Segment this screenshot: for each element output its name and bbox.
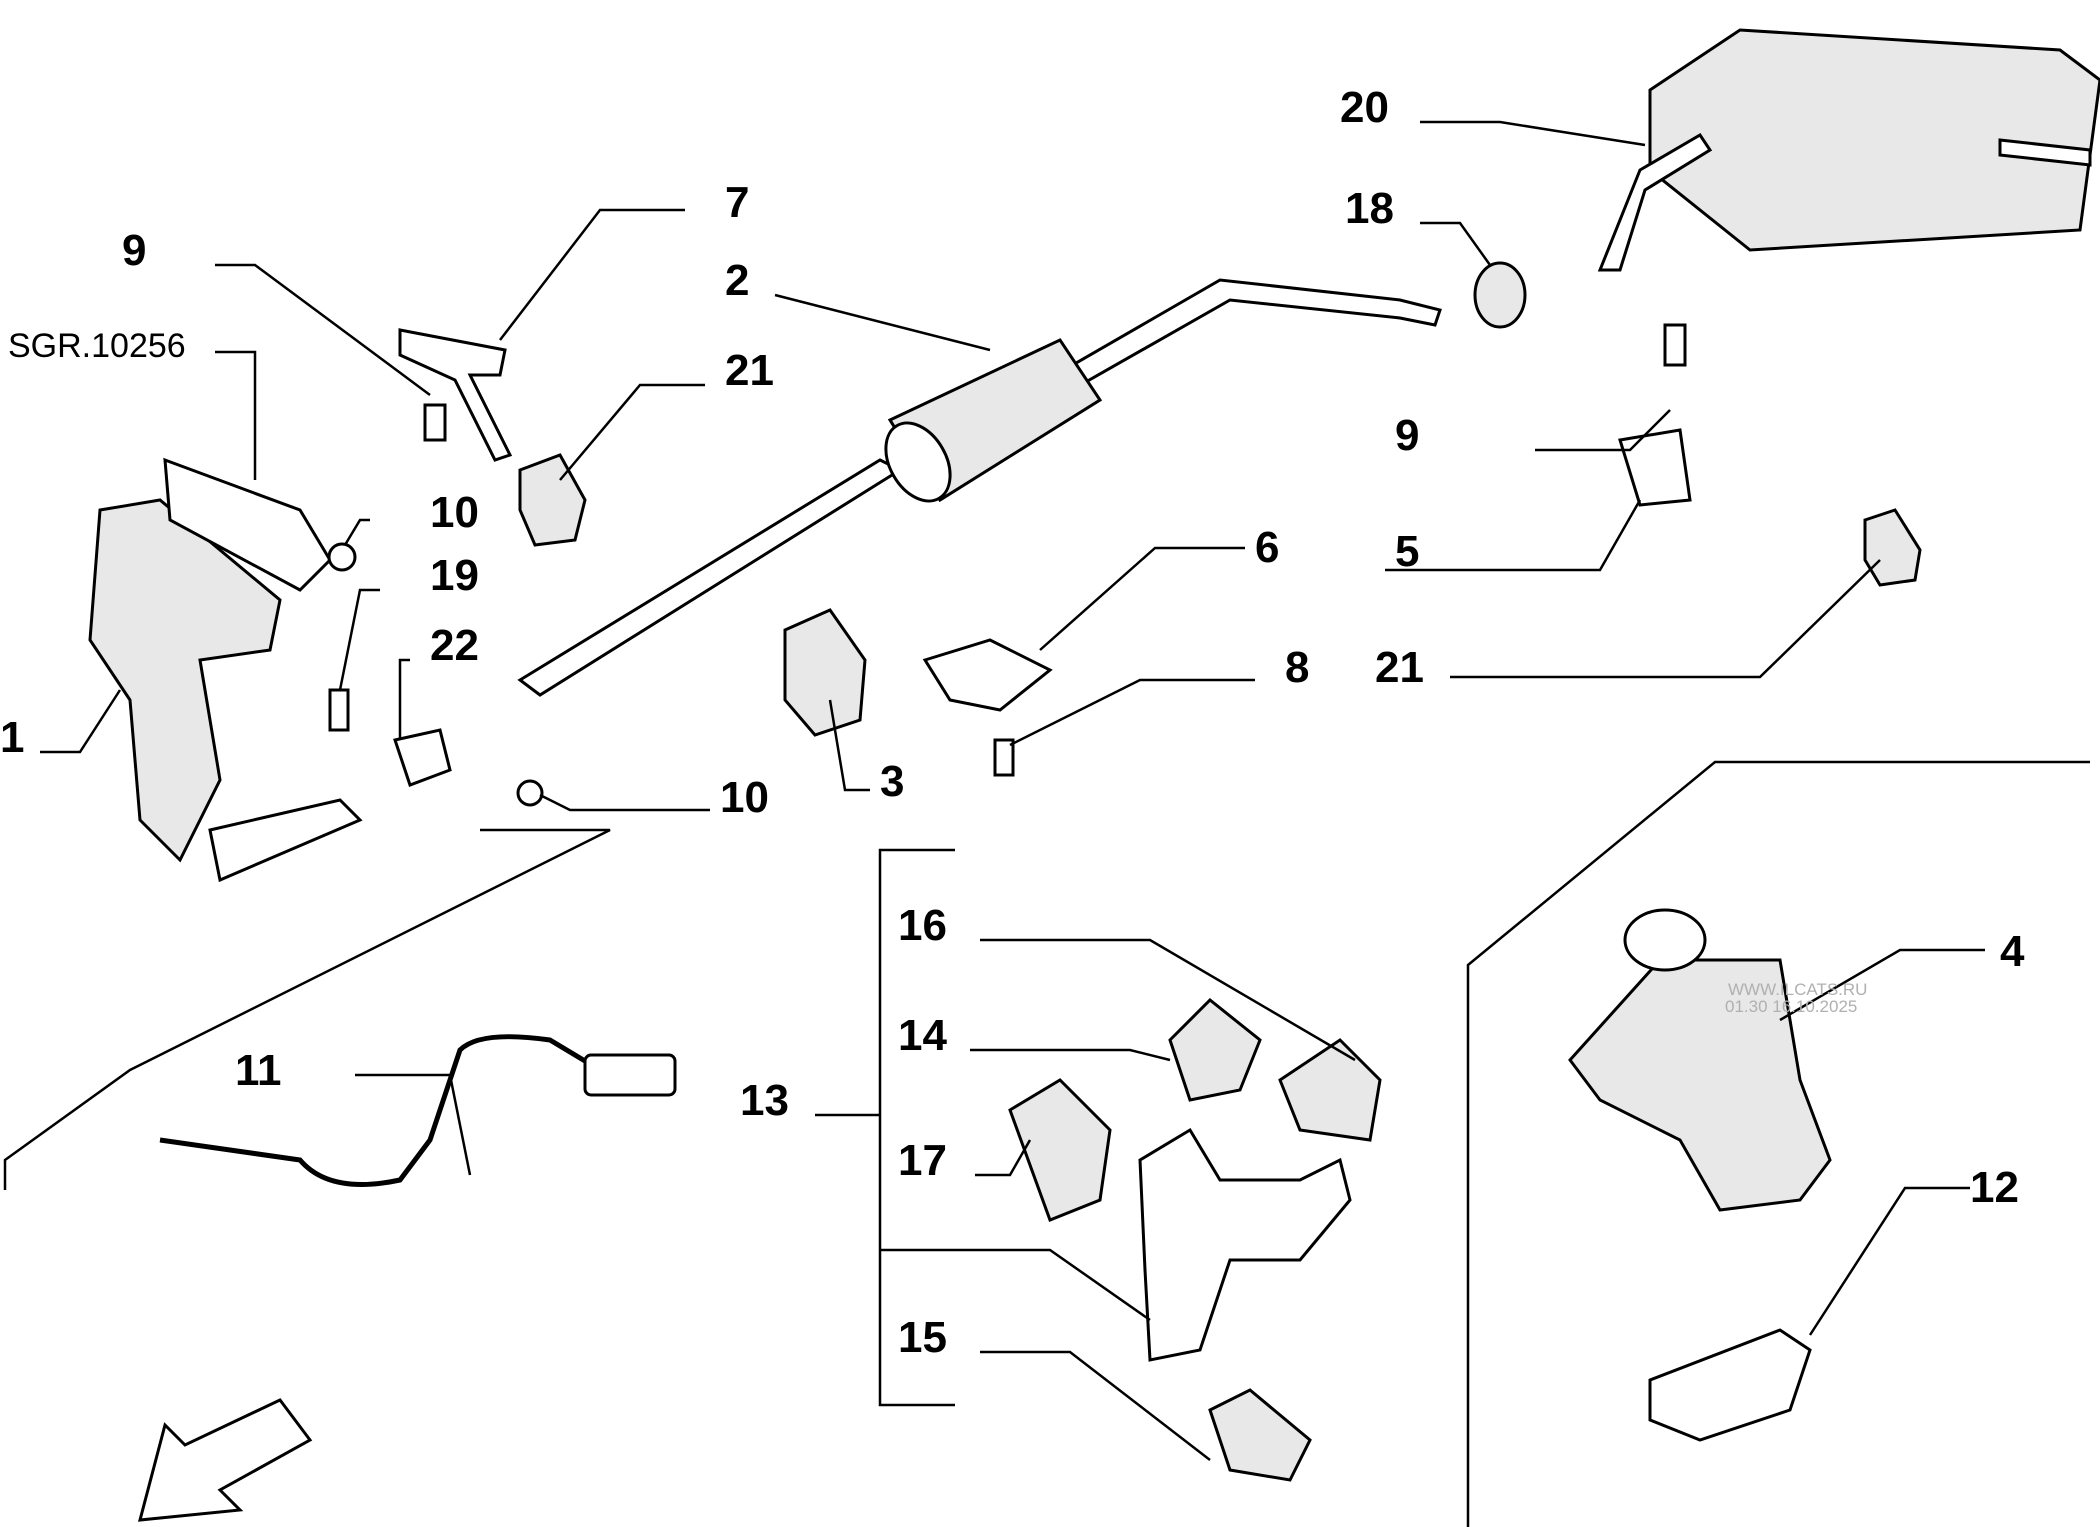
callout-11[interactable]: 11 bbox=[235, 1046, 282, 1095]
watermark-date: 01.30 16.10.2025 bbox=[1725, 997, 1857, 1016]
part-10-nut-b[interactable] bbox=[516, 779, 544, 807]
diagram-code: SGR.10256 bbox=[8, 327, 186, 365]
part-8-bolt[interactable] bbox=[993, 738, 1015, 777]
callout-2[interactable]: 2 bbox=[725, 256, 749, 305]
part-6-bracket[interactable] bbox=[922, 638, 1053, 712]
callout-19[interactable]: 19 bbox=[430, 551, 479, 600]
part-22-gasket[interactable] bbox=[393, 728, 452, 787]
part-7-hanger[interactable] bbox=[398, 328, 513, 462]
callout-16[interactable]: 16 bbox=[898, 901, 947, 950]
callout-14[interactable]: 14 bbox=[898, 1011, 947, 1060]
group-13-bracket bbox=[815, 848, 1151, 1407]
part-17-clip[interactable] bbox=[1008, 1078, 1112, 1222]
part-21-rubber-mount-b[interactable] bbox=[1863, 508, 1922, 587]
part-12-plate[interactable] bbox=[1648, 1328, 1812, 1442]
callout-22[interactable]: 22 bbox=[430, 621, 479, 670]
callout-1[interactable]: 1 bbox=[0, 713, 24, 762]
callout-6[interactable]: 6 bbox=[1255, 523, 1279, 572]
callout-9-a[interactable]: 9 bbox=[122, 226, 146, 275]
part-19-bolt[interactable] bbox=[328, 688, 350, 732]
direction-arrow-icon bbox=[137, 1398, 313, 1522]
part-3-rubber-mount[interactable] bbox=[783, 608, 867, 737]
part-sgr-gasket[interactable] bbox=[163, 457, 332, 592]
callout-21-a[interactable]: 21 bbox=[725, 346, 774, 395]
group-4-divider bbox=[1466, 760, 2090, 1527]
callout-8[interactable]: 8 bbox=[1285, 643, 1309, 692]
leader-lines bbox=[40, 120, 1985, 1461]
callout-7[interactable]: 7 bbox=[725, 178, 749, 227]
part-11-oxygen-sensor[interactable] bbox=[159, 1034, 677, 1187]
part-9-bolt-a[interactable] bbox=[423, 403, 447, 442]
part-9-bolt-b[interactable] bbox=[1663, 323, 1687, 367]
part-5-hanger[interactable] bbox=[1618, 428, 1692, 507]
callout-15[interactable]: 15 bbox=[898, 1313, 947, 1362]
callout-20[interactable]: 20 bbox=[1340, 83, 1389, 132]
part-14-clip[interactable] bbox=[1168, 997, 1262, 1102]
part-15-clip[interactable] bbox=[1208, 1388, 1312, 1482]
part-2-exhaust-pipe-with-resonator[interactable] bbox=[517, 278, 1442, 697]
part-10-nut-a[interactable] bbox=[327, 542, 357, 572]
callout-12[interactable]: 12 bbox=[1970, 1163, 2019, 1212]
callout-3[interactable]: 3 bbox=[880, 757, 904, 806]
part-21-rubber-mount-a[interactable] bbox=[518, 453, 587, 547]
part-18-clamp[interactable] bbox=[1473, 261, 1527, 329]
callout-17[interactable]: 17 bbox=[898, 1136, 947, 1185]
part-13-bracket-kit[interactable] bbox=[1138, 1127, 1352, 1362]
callout-18[interactable]: 18 bbox=[1345, 184, 1394, 233]
callout-21-b[interactable]: 21 bbox=[1375, 643, 1424, 692]
watermark-site: WWW.ILCATS.RU bbox=[1728, 980, 1867, 999]
callout-10-a[interactable]: 10 bbox=[430, 488, 479, 537]
part-1-catalytic-manifold[interactable] bbox=[88, 498, 363, 883]
group-11-divider bbox=[3, 828, 611, 1190]
callout-10-b[interactable]: 10 bbox=[720, 773, 769, 822]
part-4-bracket[interactable] bbox=[1568, 908, 1832, 1212]
callout-4[interactable]: 4 bbox=[2000, 927, 2025, 976]
part-20-rear-muffler[interactable] bbox=[1597, 28, 2100, 272]
part-16-clip[interactable] bbox=[1278, 1038, 1382, 1142]
callout-5[interactable]: 5 bbox=[1395, 527, 1419, 576]
callout-9-b[interactable]: 9 bbox=[1395, 411, 1419, 460]
callout-13[interactable]: 13 bbox=[740, 1076, 789, 1125]
